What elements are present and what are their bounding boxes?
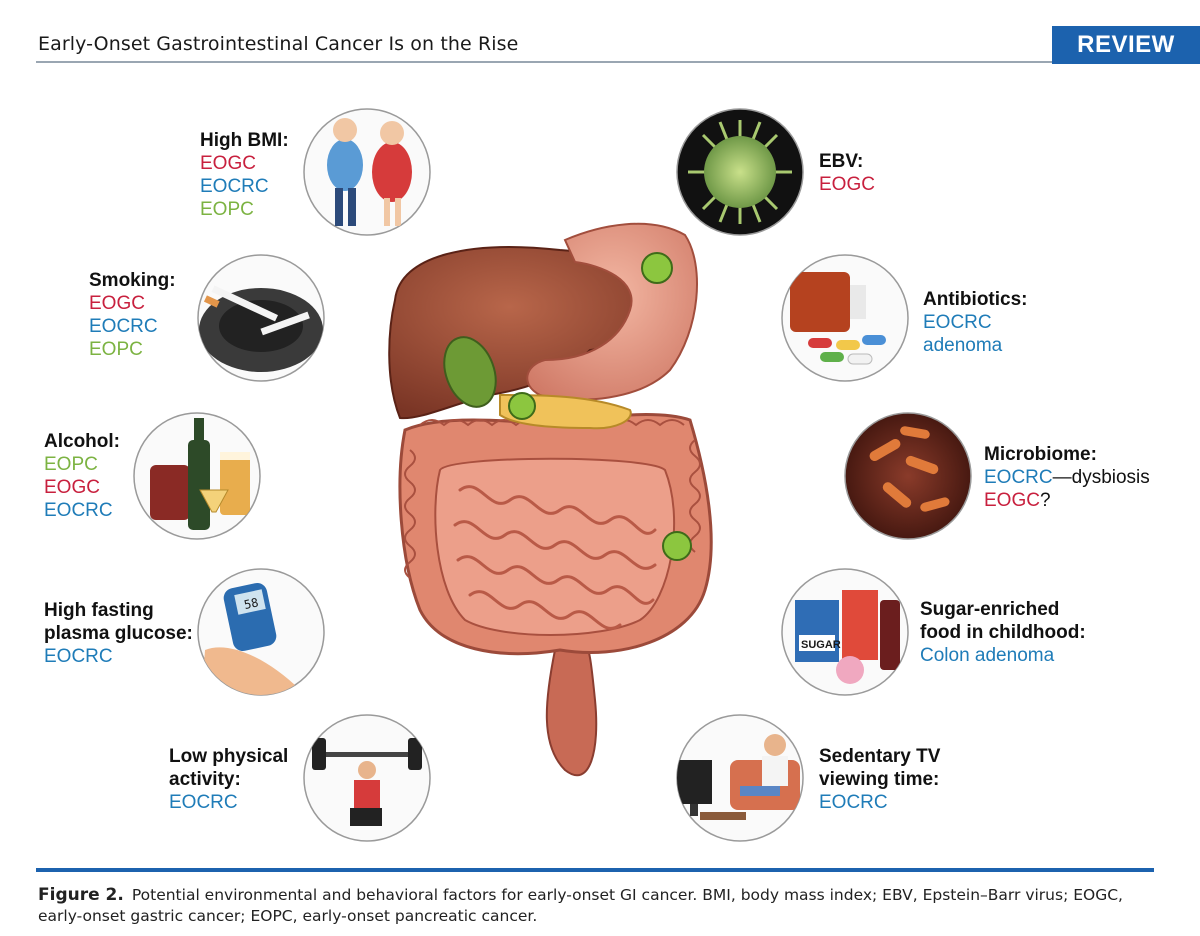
figure-label: Figure 2. <box>38 885 124 905</box>
smoking-item-eopc: EOPC <box>89 339 143 360</box>
microbiome-item-question: ? <box>1039 490 1051 511</box>
microbiome-item-eocrc: EOCRC <box>984 467 1053 488</box>
alcohol-icon <box>133 412 261 540</box>
antibiotics-icon <box>781 254 909 382</box>
alcohol-title: Alcohol: <box>44 431 120 452</box>
review-badge: REVIEW <box>1052 26 1200 64</box>
figure-caption: Figure 2.Potential environmental and beh… <box>38 885 1168 927</box>
physical-item-eocrc: EOCRC <box>169 792 238 813</box>
high-bmi-label: High BMI: EOGC EOCRC EOPC <box>200 129 289 221</box>
smoking-label: Smoking: EOGC EOCRC EOPC <box>89 269 176 361</box>
glucose-reading: 58 <box>243 595 260 612</box>
glucose-label: High fasting plasma glucose: EOCRC <box>44 599 193 668</box>
glucose-title-line1: High fasting <box>44 600 154 621</box>
high-bmi-item-eogc: EOGC <box>200 153 256 174</box>
alcohol-item-eogc: EOGC <box>44 477 100 498</box>
sugar-title-line1: Sugar-enriched <box>920 599 1060 620</box>
antibiotics-item-adenoma: adenoma <box>923 335 1003 356</box>
high-bmi-item-eopc: EOPC <box>200 199 254 220</box>
ebv-item-eogc: EOGC <box>819 174 875 195</box>
caption-rule <box>36 868 1154 872</box>
ebv-title: EBV: <box>819 151 864 172</box>
tv-title-line2: viewing time: <box>819 769 940 790</box>
tv-title-line1: Sedentary TV <box>819 746 941 767</box>
header-rule <box>36 61 1056 63</box>
ebv-label: EBV: EOGC <box>819 150 875 196</box>
physical-title-line1: Low physical <box>169 746 289 767</box>
antibiotics-label: Antibiotics: EOCRC adenoma <box>923 288 1028 357</box>
sedentary-tv-icon <box>676 714 804 842</box>
sugar-item-colon-adenoma: Colon adenoma <box>920 645 1055 666</box>
smoking-icon <box>197 254 325 382</box>
microbiome-icon <box>844 412 972 540</box>
antibiotics-title: Antibiotics: <box>923 289 1028 310</box>
physical-activity-label: Low physical activity: EOCRC <box>169 745 288 814</box>
sugar-food-icon: SUGAR <box>781 568 909 696</box>
sugar-box-label: SUGAR <box>801 639 841 651</box>
caption-text: Potential environmental and behavioral f… <box>38 886 1123 925</box>
digestive-system-illustration <box>388 222 713 777</box>
high-bmi-item-eocrc: EOCRC <box>200 176 269 197</box>
tv-item-eocrc: EOCRC <box>819 792 888 813</box>
sugar-title-line2: food in childhood: <box>920 622 1086 643</box>
high-bmi-icon <box>303 108 431 236</box>
microbiome-title: Microbiome: <box>984 444 1097 465</box>
smoking-item-eocrc: EOCRC <box>89 316 158 337</box>
exercise-icon <box>303 714 431 842</box>
high-bmi-title: High BMI: <box>200 130 289 151</box>
antibiotics-item-eocrc: EOCRC <box>923 312 992 333</box>
microbiome-item-eogc: EOGC <box>984 490 1040 511</box>
glucose-title-line2: plasma glucose: <box>44 623 193 644</box>
microbiome-label: Microbiome: EOCRC—dysbiosis EOGC? <box>984 443 1150 512</box>
smoking-title: Smoking: <box>89 270 176 291</box>
smoking-item-eogc: EOGC <box>89 293 145 314</box>
sedentary-tv-label: Sedentary TV viewing time: EOCRC <box>819 745 940 814</box>
physical-title-line2: activity: <box>169 769 241 790</box>
microbiome-item-dysbiosis: —dysbiosis <box>1052 467 1150 488</box>
glucose-meter-icon: 58 <box>197 568 325 696</box>
sugar-food-label: Sugar-enriched food in childhood: Colon … <box>920 598 1086 667</box>
running-title: Early-Onset Gastrointestinal Cancer Is o… <box>38 33 519 55</box>
virus-icon <box>676 108 804 236</box>
alcohol-item-eocrc: EOCRC <box>44 500 113 521</box>
alcohol-label: Alcohol: EOPC EOGC EOCRC <box>44 430 120 522</box>
glucose-item-eocrc: EOCRC <box>44 646 113 667</box>
alcohol-item-eopc: EOPC <box>44 454 98 475</box>
